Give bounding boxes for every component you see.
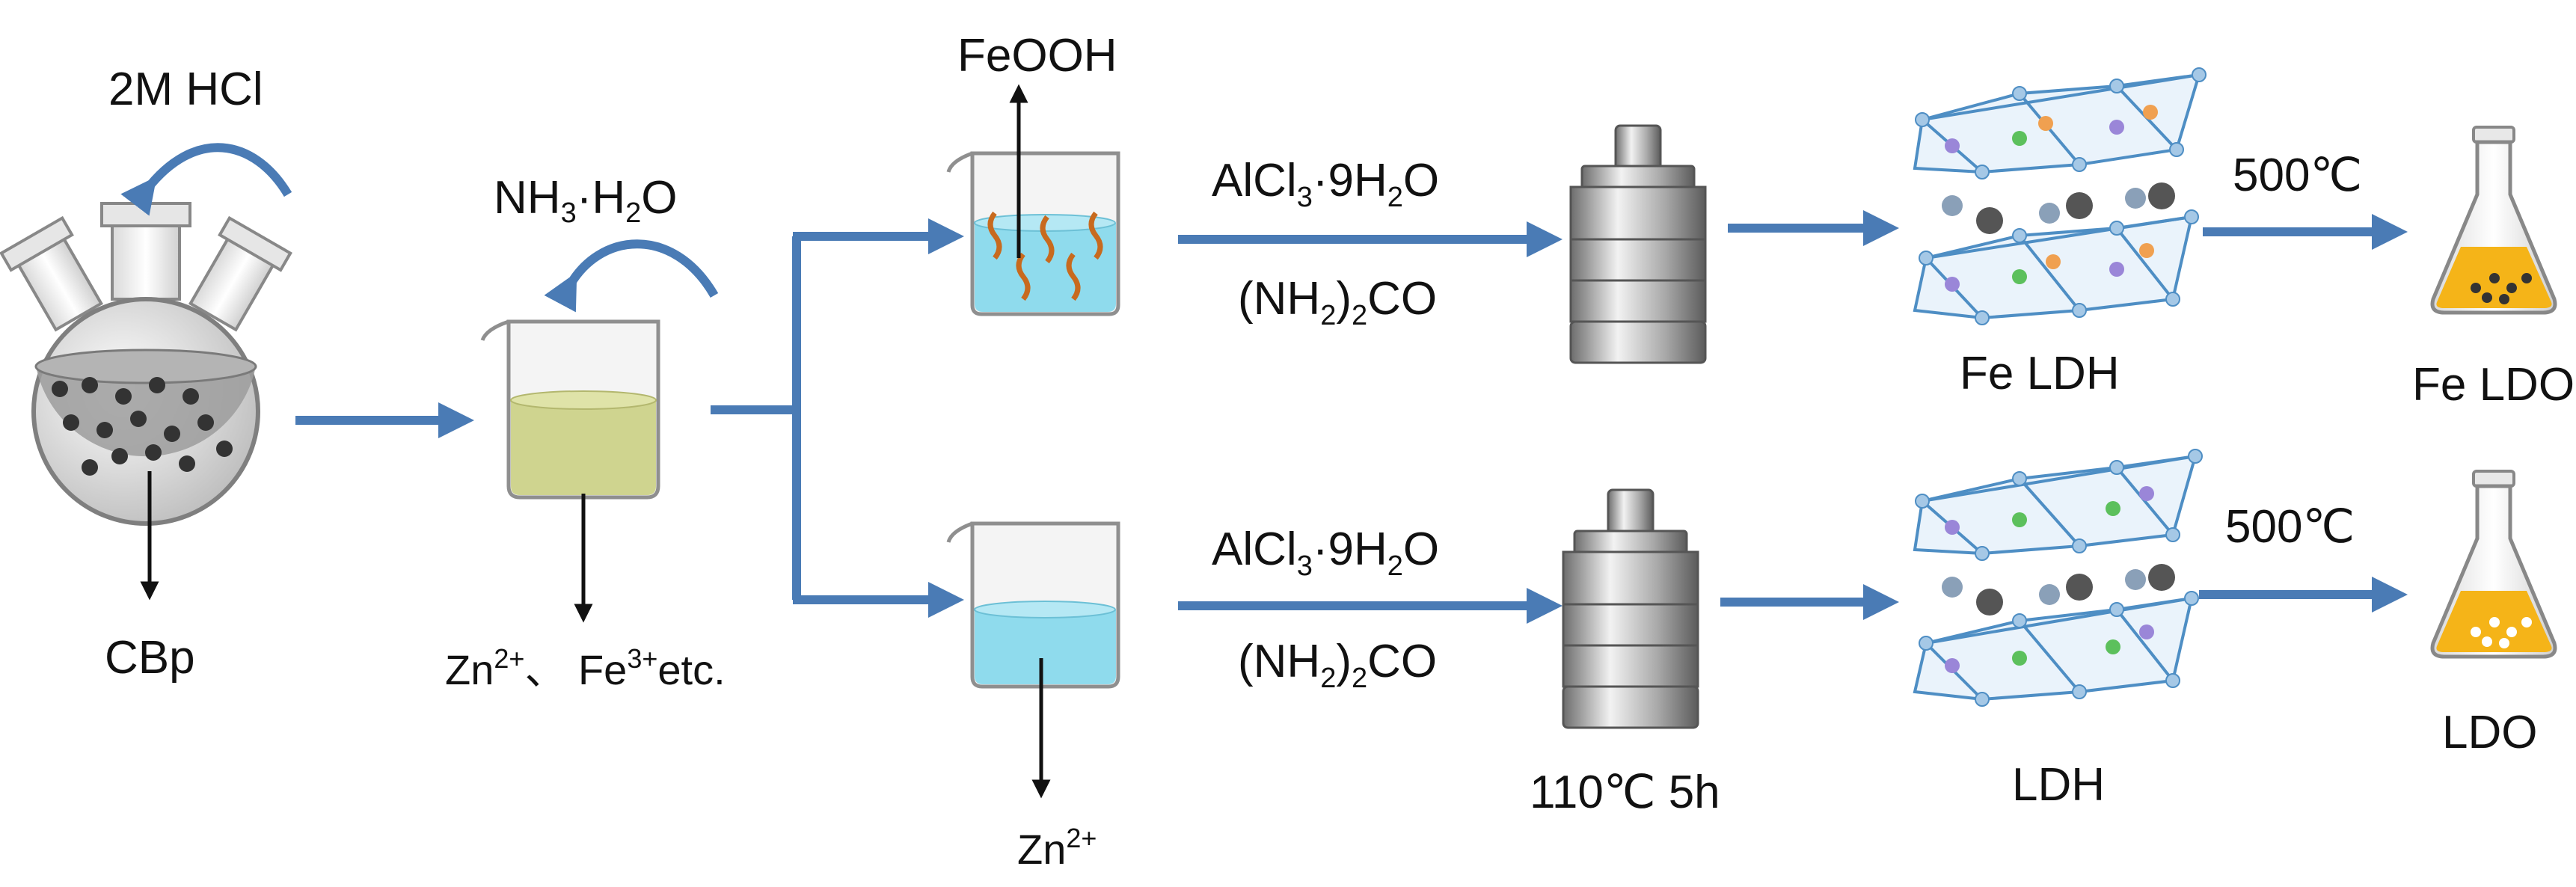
three-neck-flask — [0, 202, 292, 526]
flask-ldo — [2430, 470, 2557, 659]
feooh-fibers — [987, 211, 1103, 301]
recycle-arrow-hcl — [120, 143, 292, 216]
carbon-black-particles — [52, 377, 233, 476]
urea-bottom-label: (NH2)2CO — [1238, 636, 1437, 694]
alcl3-top-label: AlCl3·9H2O — [1212, 155, 1439, 213]
hydrothermal-condition-label: 110℃ 5h — [1530, 767, 1720, 818]
feooh-label: FeOOH — [957, 30, 1117, 82]
beaker-feooh — [946, 151, 1120, 316]
hcl-label: 2M HCl — [108, 64, 263, 115]
zn-bottom-label: Zn2+ — [1017, 823, 1097, 873]
alcl3-bottom-label: AlCl3·9H2O — [1212, 524, 1439, 582]
calcination-temp-bottom: 500℃ — [2225, 501, 2355, 553]
urea-top-label: (NH2)2CO — [1238, 273, 1437, 331]
ions-label: Zn2+、 Fe3+etc. — [445, 643, 726, 693]
autoclave-bottom — [1562, 488, 1699, 729]
ldh-label: LDH — [2012, 759, 2105, 811]
ldo-label: LDO — [2442, 707, 2537, 758]
beaker-yellow — [480, 319, 660, 500]
autoclave-top — [1569, 124, 1707, 364]
fe-ldh-label: Fe LDH — [1960, 348, 2120, 399]
fe-ldo-label: Fe LDO — [2412, 359, 2575, 411]
split-arrow — [711, 218, 964, 618]
cbp-label: CBp — [105, 632, 195, 684]
nh3-label: NH3·H2O — [494, 172, 678, 229]
calcination-temp-top: 500℃ — [2233, 150, 2362, 201]
beaker-blue — [946, 521, 1120, 689]
ldh-structure — [1913, 449, 2203, 707]
flask-fe-ldo — [2430, 126, 2557, 315]
recycle-arrow-nh3 — [544, 239, 719, 313]
fe-ldh-structure — [1913, 67, 2207, 325]
